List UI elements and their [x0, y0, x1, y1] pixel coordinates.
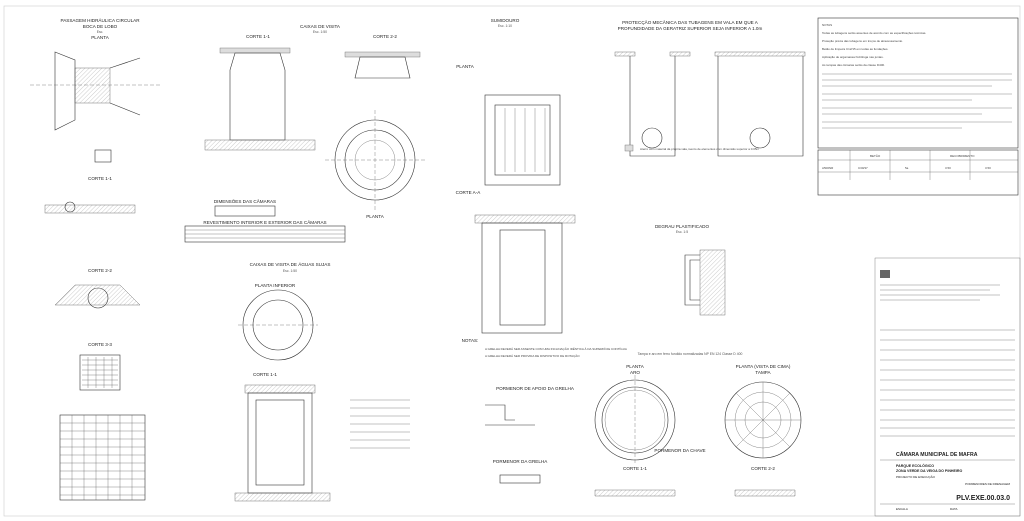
title-corte-2-2: CORTE 2-2 [373, 34, 397, 39]
title-corte-1-1-left: CORTE 1-1 [88, 176, 112, 181]
title-pormenor-chave: PORMENOR DA CHAVE [654, 448, 705, 453]
title-planta-tampa: PLANTA (VISTA DE CIMA) [736, 364, 791, 369]
logo-icon [880, 270, 890, 278]
title-sumidouro-esc: Esc. 1:10 [498, 24, 512, 28]
note-line: Todas as tubagens serão assentes de acor… [822, 31, 926, 35]
title-corte-aro: CORTE 1-1 [623, 466, 647, 471]
drawing-subtitle: PORMENORES DE DRENAGEM [965, 482, 1010, 486]
title-tampa: TAMPA [755, 370, 771, 375]
title-dimensoes: DIMENSÕES DAS CÂMARAS [214, 198, 276, 204]
caixas-aguas-sujas-section: CAIXAS DE VISITA DE ÁGUAS SUJAS Esc. 1:5… [234, 261, 410, 502]
passagem-hidraulica-section: PASSAGEM HIDRÁULICA CIRCULAR BOCA DE LOB… [30, 17, 160, 501]
beton-cell: A500NR [822, 166, 834, 170]
project-name-1: PARQUE ECOLÓGICO [896, 463, 934, 468]
title-revestimento: REVESTIMENTO INTERIOR E EXTERIOR DAS CÂM… [203, 219, 326, 225]
project-name-2: ZONA VERDE DA VEIGA DO PINHEIRO [896, 469, 962, 473]
title-planta: PLANTA [91, 35, 109, 40]
title-corte-2-2-left: CORTE 2-2 [88, 268, 112, 273]
title-esc: Esc. [97, 30, 104, 34]
title-caixas-2-esc: Esc. 1:50 [283, 269, 297, 273]
note-line: Betão de limpeza C12/15 em todas as fund… [822, 47, 889, 51]
project-phase: PROJECTO DE EXECUÇÃO [896, 474, 936, 479]
caixas-visita-section: CAIXAS DE VISITA Esc. 1:50 CORTE 1-1 COR… [184, 24, 425, 243]
title-corte-tampa: CORTE 2-2 [751, 466, 775, 471]
title-caixas-visita: CAIXAS DE VISITA [300, 24, 341, 29]
degrau-section: DEGRAU PLASTIFICADO Esc. 1:5 [655, 224, 726, 316]
sheet-border [3, 5, 1021, 517]
title-aro: ARO [630, 370, 640, 375]
beton-cell: 3.50 [985, 166, 991, 170]
title-protecao-2: PROFUNDIDADE DA GERATRIZ SUPERIOR SEJA I… [618, 26, 763, 31]
title-planta-aro: PLANTA [626, 364, 644, 369]
beton-header: BETÃO [870, 153, 881, 158]
protecao-section: PROTECÇÃO MECÂNICA DAS TUBAGENS EM VALA … [614, 19, 806, 157]
beton-table [817, 149, 1019, 196]
title-planta-inferior: PLANTA INFERIOR [255, 283, 296, 288]
title-corte-a-a: CORTE A-A [456, 190, 482, 195]
title-corte-3-3: CORTE 3-3 [88, 342, 112, 347]
title-protecao-1: PROTECÇÃO MECÂNICA DAS TUBAGENS EM VALA … [622, 19, 759, 25]
title-corte-1-1: CORTE 1-1 [246, 34, 270, 39]
title-notas-grelha: NOTAS: [462, 338, 479, 343]
notes-box: NOTAS Todas as tubagens serão assentes d… [817, 17, 1019, 196]
title-caixas-aguas-sujas: CAIXAS DE VISITA DE ÁGUAS SUJAS [250, 261, 331, 267]
note-line: Aplicação de argamassa hidrófuga nas jun… [822, 55, 884, 59]
title-planta-caixa: PLANTA [366, 214, 384, 219]
legend-aterro: Aterro com material da própria vala, ise… [640, 147, 760, 151]
title-caixas-esc: Esc. 1:50 [313, 30, 327, 34]
beton-cell: 5a [905, 166, 909, 170]
title-pormenor-apoio: PORMENOR DE APOIO DA GRELHA [496, 386, 575, 391]
tampa-aro-section: Tampa e aro em ferro fundido normalizada… [594, 352, 802, 497]
notas-grelha-2: A GRELHA DEVERÁ SER PROVIDA DE DISPOSITI… [485, 353, 580, 358]
title-block: CÂMARA MUNICIPAL DE MAFRA PARQUE ECOLÓGI… [874, 257, 1021, 517]
notas-grelha-1: A GRELHA DEVERÁ SER ASSENTE COM UMA INCL… [485, 346, 627, 351]
reinforcement-table [59, 414, 146, 501]
title-sumidouro: SUMIDOURO [491, 18, 520, 23]
title-passagem: PASSAGEM HIDRÁULICA CIRCULAR [60, 17, 140, 23]
title-corte: CORTE 1-1 [253, 372, 277, 377]
client-name: CÂMARA MUNICIPAL DE MAFRA [896, 451, 978, 458]
date-label: DATA [950, 507, 958, 511]
title-pormenor-grelha: PORMENOR DA GRELHA [493, 459, 549, 464]
title-sumidouro-planta: PLANTA [456, 64, 474, 69]
title-degrau: DEGRAU PLASTIFICADO [655, 224, 710, 229]
note-line: As tampas das câmaras serão da classe D4… [822, 63, 885, 67]
beton-cell: C30/37 [858, 166, 868, 170]
title-boca-lobo: BOCA DE LOBO [83, 24, 118, 29]
sumidouro-section: SUMIDOURO Esc. 1:10 PLANTA CORTE A-A NOT… [456, 18, 627, 484]
title-degrau-esc: Esc. 1:5 [676, 230, 688, 234]
drawing-number: PLV.EXE.00.03.0 [956, 495, 1010, 502]
beton-cell: 3.50 [945, 166, 951, 170]
recobrimento-header: RECOBRIMENTO [950, 154, 975, 158]
notes-title: NOTAS [822, 23, 832, 27]
note-line: Proteção prévia das tubagens em troços d… [822, 39, 903, 43]
scale-label: ESCALA [896, 507, 908, 511]
tampa-note: Tampa e aro em ferro fundido normalizada… [638, 352, 743, 356]
